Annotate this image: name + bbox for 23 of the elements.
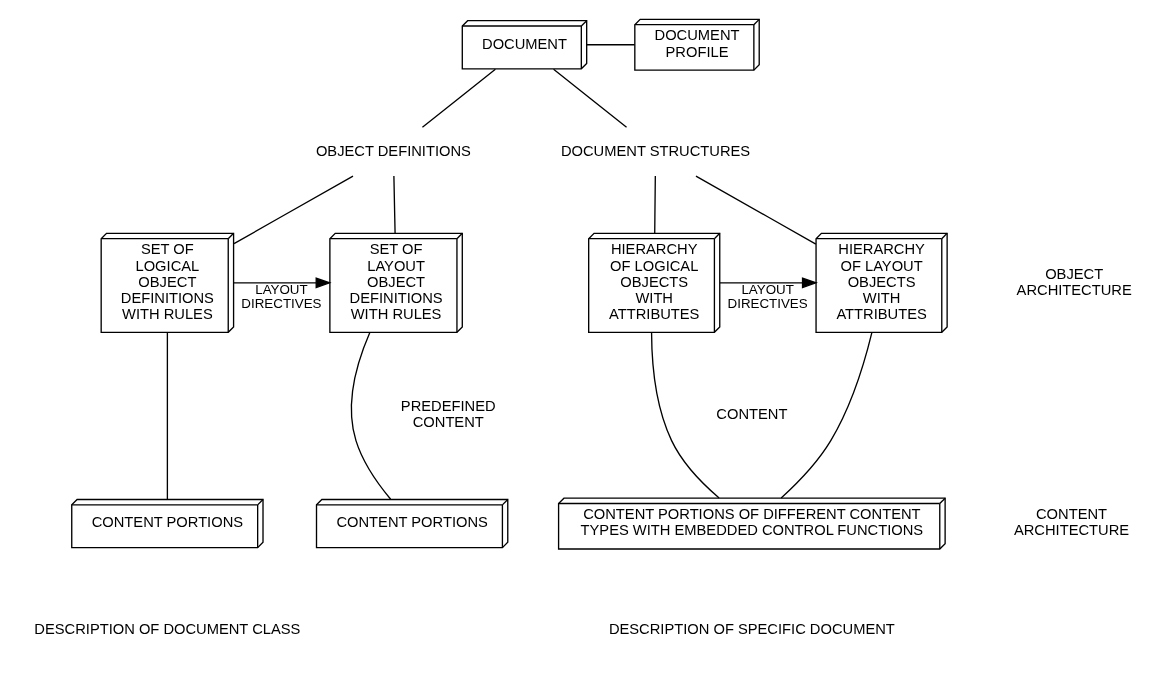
arrow <box>233 276 332 288</box>
edge-label: LAYOUT DIRECTIVES <box>241 281 322 311</box>
connector <box>393 174 396 234</box>
arrow <box>719 276 818 288</box>
label: OBJECT ARCHITECTURE <box>1016 265 1132 298</box>
connector <box>421 68 497 128</box>
connector <box>695 174 817 245</box>
label: PREDEFINED CONTENT <box>400 397 496 430</box>
connector <box>650 331 720 499</box>
connector <box>586 43 636 45</box>
label: CONTENT <box>716 405 788 422</box>
node-text: DOCUMENT STRUCTURES <box>560 142 751 158</box>
label: CONTENT ARCHITECTURE <box>1013 505 1130 538</box>
connector <box>654 174 656 234</box>
edge-label: LAYOUT DIRECTIVES <box>727 281 808 311</box>
connector <box>552 68 628 128</box>
node-text: OBJECT DEFINITIONS <box>315 142 471 158</box>
label: DESCRIPTION OF SPECIFIC DOCUMENT <box>608 620 895 637</box>
connector <box>350 331 392 500</box>
connector <box>780 331 873 499</box>
label: DESCRIPTION OF DOCUMENT CLASS <box>34 620 301 637</box>
connector <box>233 174 354 244</box>
connector <box>166 331 169 500</box>
